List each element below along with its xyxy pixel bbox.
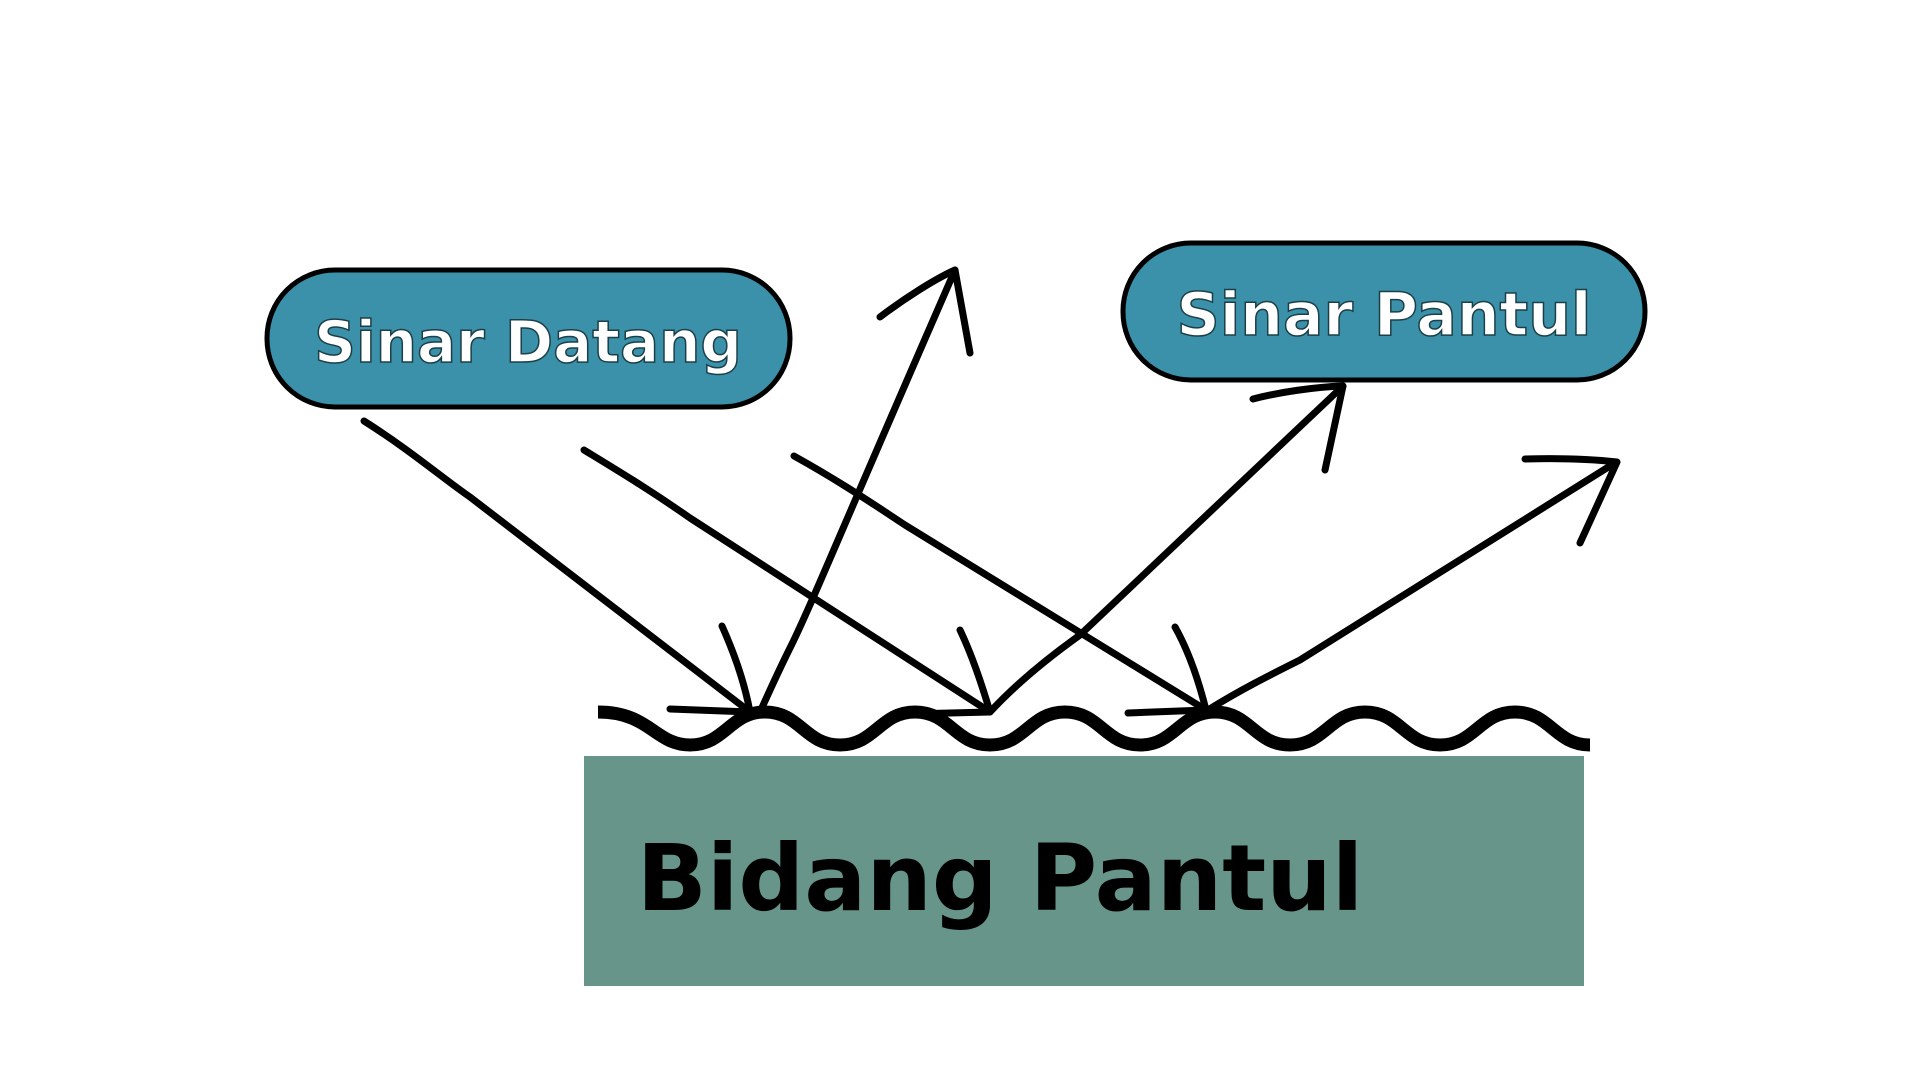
rough-surface-wave [597, 705, 1591, 752]
reflected-arrowhead-2 [1249, 382, 1347, 474]
incident-ray-3 [790, 452, 1210, 714]
incident-label-text: Sinar Datang [314, 308, 742, 376]
incident-arrowhead-1 [666, 622, 754, 716]
reflected-ray-3 [1204, 462, 1614, 714]
reflected-arrowhead-1 [876, 266, 974, 357]
reflected-ray-1 [756, 266, 959, 716]
incident-label-box [264, 267, 793, 410]
reflected-arrowhead-3 [1521, 455, 1621, 547]
incident-ray-label: Sinar Datang [264, 267, 793, 410]
incident-ray-1 [360, 417, 754, 716]
reflected-ray-2 [986, 382, 1347, 716]
incident-ray-2 [580, 446, 994, 716]
surface-label: Bidang Pantul [637, 825, 1364, 932]
reflected-label-box [1120, 240, 1648, 383]
reflected-label-text: Sinar Pantul [1177, 280, 1592, 350]
reflecting-surface-block [584, 756, 1584, 986]
reflected-ray-label: Sinar Pantul [1120, 240, 1648, 383]
